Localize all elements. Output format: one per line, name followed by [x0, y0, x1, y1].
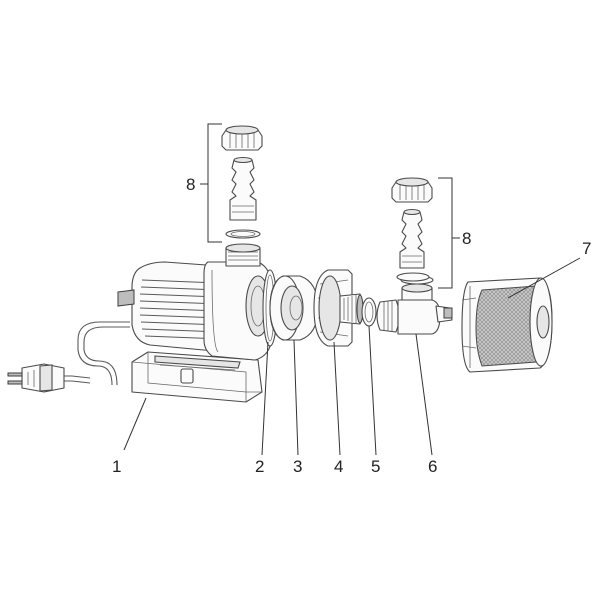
leader-3: [293, 339, 299, 456]
leader-7: [507, 257, 581, 299]
bracket-8-right: [438, 177, 460, 289]
part-7-filter-basket: [461, 277, 553, 373]
power-plug: [7, 363, 65, 393]
callout-3: 3: [293, 457, 302, 476]
part-4-front-cover: [313, 269, 364, 347]
callout-8-right: 8: [462, 229, 471, 248]
bracket-8-left: [200, 123, 222, 243]
callout-labels: 1 2 3 4 5 6 7 8 8: [112, 175, 591, 476]
part-5-seal-ring: [361, 297, 377, 327]
leader-lines: [123, 257, 581, 456]
callout-8-left: 8: [186, 175, 195, 194]
part-3-impeller-disk: [269, 275, 319, 341]
part-8-hose-tail-right: [391, 177, 433, 282]
power-cable: [62, 321, 130, 386]
leader-4: [333, 341, 341, 456]
callout-5: 5: [371, 457, 380, 476]
part-8-hose-tail-left: [221, 125, 263, 239]
leader-2: [261, 341, 269, 456]
leader-5: [368, 325, 377, 456]
part-1-base-stand: [131, 351, 263, 403]
leader-1: [123, 397, 147, 451]
callout-4: 4: [334, 457, 343, 476]
callout-1: 1: [112, 457, 121, 476]
callout-6: 6: [428, 457, 437, 476]
leader-6: [415, 333, 433, 456]
pump-head-volute: [203, 243, 273, 361]
callout-2: 2: [255, 457, 264, 476]
pump-motor-housing: [117, 261, 226, 353]
part-6-outlet-connector: [376, 283, 453, 335]
callout-7: 7: [582, 239, 591, 258]
